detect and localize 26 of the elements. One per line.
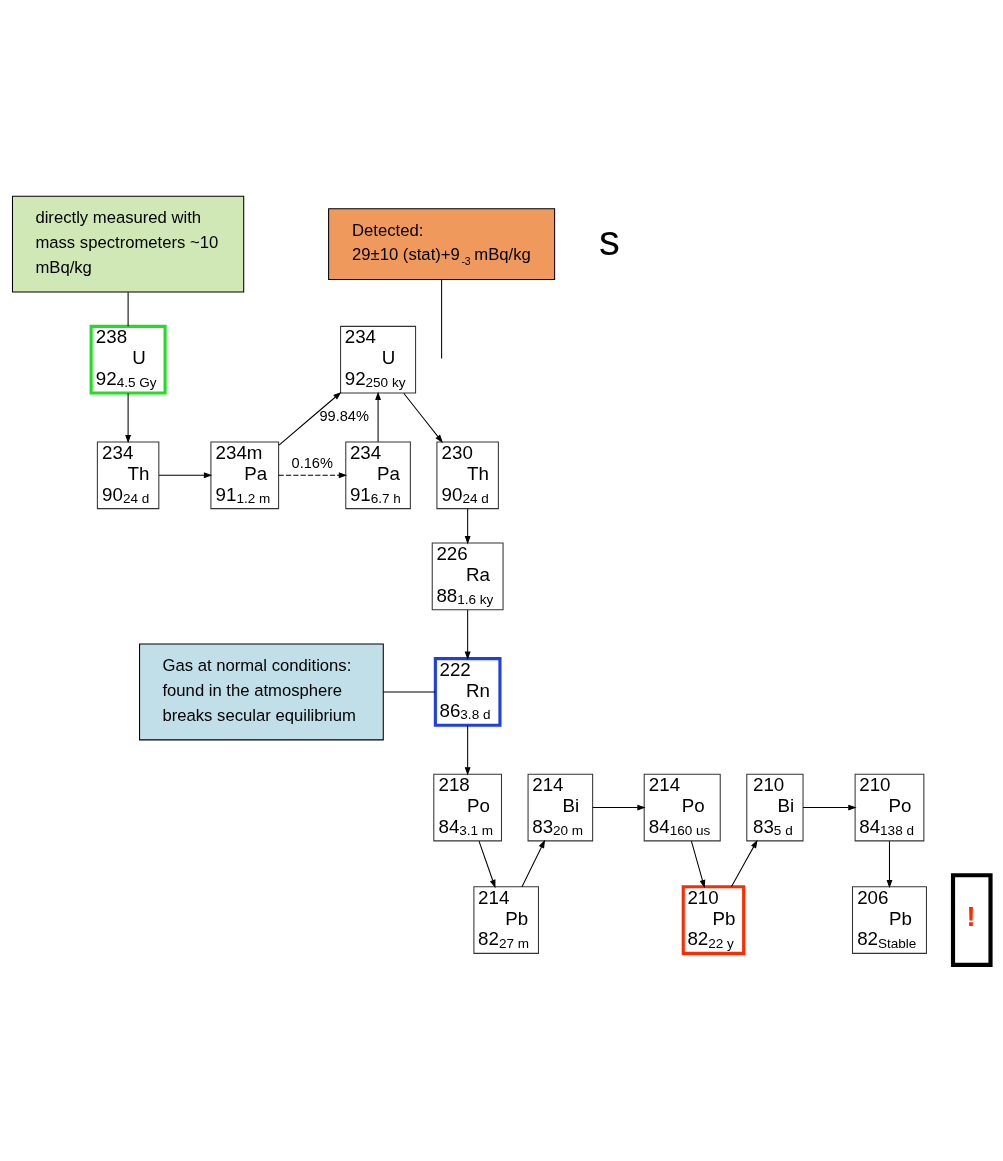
node-box: Detected: 29±10 (stat)+9$_{-3}$ mBq/kg	[328, 208, 556, 280]
label: s	[598, 216, 620, 264]
arrow	[478, 840, 496, 889]
arrow	[125, 392, 132, 444]
node-box: directly measured with mass spectrometers ~10 mBq/kg	[11, 195, 245, 293]
arrow	[158, 472, 213, 479]
arrow	[464, 508, 471, 545]
arrow	[464, 725, 471, 776]
arrow	[278, 472, 348, 479]
edge-label: 0.16%	[291, 455, 333, 472]
arrow	[375, 391, 381, 443]
arrow	[521, 839, 546, 888]
edge-label: 99.84%	[319, 408, 369, 425]
arrow	[886, 840, 893, 889]
arrow	[464, 609, 471, 660]
connector	[441, 279, 443, 360]
node-box: Gas at normal conditions: found in the atmosphere breaks secular equilibrium	[139, 643, 384, 741]
arrow	[592, 804, 646, 811]
connector	[127, 291, 129, 327]
arrow	[690, 840, 706, 889]
node-box: !	[950, 873, 993, 967]
arrow	[730, 839, 758, 888]
connector	[382, 691, 436, 693]
arrow	[403, 392, 443, 443]
arrow	[278, 391, 342, 446]
arrow	[802, 804, 857, 811]
